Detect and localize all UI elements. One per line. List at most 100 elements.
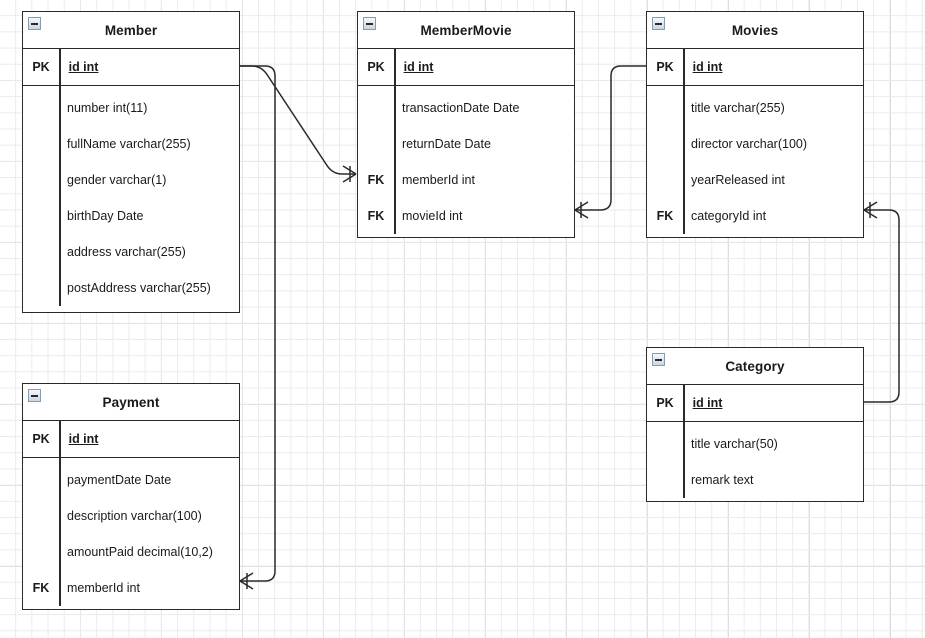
entity-pk-section-payment: PK id int [23, 421, 239, 458]
table-row[interactable]: FK categoryId int [647, 198, 863, 234]
entity-header-category: Category [647, 348, 863, 385]
entity-title: MemberMovie [420, 22, 512, 38]
row-key: PK [656, 60, 674, 74]
entity-header-movies: Movies [647, 12, 863, 49]
row-key: FK [367, 209, 385, 223]
row-field: title varchar(50) [691, 437, 778, 451]
table-row[interactable]: gender varchar(1) [23, 162, 239, 198]
row-field: paymentDate Date [67, 473, 172, 487]
column-divider [394, 49, 396, 85]
crowsfoot-payment-memberid [239, 572, 254, 590]
table-row[interactable]: fullName varchar(255) [23, 126, 239, 162]
entity-payment[interactable]: Payment PK id int paymentDate Date descr… [22, 383, 240, 610]
row-field: birthDay Date [67, 209, 144, 223]
entity-membermovie[interactable]: MemberMovie PK id int transactionDate Da… [357, 11, 575, 238]
entity-body-payment: paymentDate Date description varchar(100… [23, 458, 239, 606]
entity-body-category: title varchar(50) remark text [647, 422, 863, 498]
entity-header-member: Member [23, 12, 239, 49]
table-row[interactable]: amountPaid decimal(10,2) [23, 534, 239, 570]
row-field: movieId int [402, 209, 463, 223]
row-field: postAddress varchar(255) [67, 281, 211, 295]
entity-title: Movies [731, 22, 779, 38]
entity-movies[interactable]: Movies PK id int title varchar(255) dire… [646, 11, 864, 238]
entity-pk-section-movies: PK id int [647, 49, 863, 86]
entity-category[interactable]: Category PK id int title varchar(50) rem… [646, 347, 864, 502]
table-row[interactable]: address varchar(255) [23, 234, 239, 270]
entity-pk-section-category: PK id int [647, 385, 863, 422]
row-field: number int(11) [67, 101, 148, 115]
minus-icon[interactable] [28, 17, 41, 30]
table-row[interactable]: postAddress varchar(255) [23, 270, 239, 306]
row-key: PK [32, 60, 50, 74]
table-row[interactable]: title varchar(50) [647, 426, 863, 462]
entity-member[interactable]: Member PK id int number int(11) fullName… [22, 11, 240, 313]
column-divider [683, 49, 685, 85]
column-divider [59, 86, 61, 306]
row-field: categoryId int [691, 209, 767, 223]
row-field: id int [68, 432, 99, 446]
table-row[interactable]: PK id int [23, 421, 239, 457]
entity-body-member: number int(11) fullName varchar(255) gen… [23, 86, 239, 306]
row-field: returnDate Date [402, 137, 491, 151]
row-key: PK [367, 60, 385, 74]
table-row[interactable]: FK memberId int [358, 162, 574, 198]
crowsfoot-membermovie-memberid [342, 165, 357, 183]
connector-membermovie-movies [575, 65, 646, 211]
table-row[interactable]: returnDate Date [358, 126, 574, 162]
row-field: title varchar(255) [691, 101, 785, 115]
row-field: address varchar(255) [67, 245, 186, 259]
table-row[interactable]: title varchar(255) [647, 90, 863, 126]
row-field: memberId int [67, 581, 140, 595]
row-field: memberId int [402, 173, 475, 187]
entity-header-payment: Payment [23, 384, 239, 421]
minus-icon[interactable] [652, 353, 665, 366]
column-divider [683, 422, 685, 498]
column-divider [683, 385, 685, 421]
entity-body-membermovie: transactionDate Date returnDate Date FK … [358, 86, 574, 234]
table-row[interactable]: PK id int [647, 49, 863, 85]
entity-pk-section-member: PK id int [23, 49, 239, 86]
table-row[interactable]: remark text [647, 462, 863, 498]
row-field: yearReleased int [691, 173, 785, 187]
row-field: amountPaid decimal(10,2) [67, 545, 213, 559]
table-row[interactable]: PK id int [23, 49, 239, 85]
row-field: id int [68, 60, 99, 74]
connector-member-membermovie [239, 65, 356, 175]
table-row[interactable]: paymentDate Date [23, 462, 239, 498]
column-divider [394, 86, 396, 234]
row-key: PK [656, 396, 674, 410]
table-row[interactable]: director varchar(100) [647, 126, 863, 162]
connector-movies-category [864, 209, 900, 403]
table-row[interactable]: birthDay Date [23, 198, 239, 234]
entity-body-movies: title varchar(255) director varchar(100)… [647, 86, 863, 234]
table-row[interactable]: yearReleased int [647, 162, 863, 198]
crowsfoot-movies-categoryid [863, 201, 878, 219]
row-key: FK [656, 209, 674, 223]
minus-icon[interactable] [652, 17, 665, 30]
connector-member-payment [239, 65, 276, 582]
table-row[interactable]: FK movieId int [358, 198, 574, 234]
table-row[interactable]: transactionDate Date [358, 90, 574, 126]
row-key: FK [367, 173, 385, 187]
row-field: gender varchar(1) [67, 173, 167, 187]
row-field: id int [403, 60, 434, 74]
minus-icon[interactable] [363, 17, 376, 30]
entity-title: Category [725, 358, 785, 374]
column-divider [59, 458, 61, 606]
table-row[interactable]: PK id int [647, 385, 863, 421]
entity-pk-section-membermovie: PK id int [358, 49, 574, 86]
row-field: description varchar(100) [67, 509, 202, 523]
entity-title: Member [104, 22, 158, 38]
row-field: id int [692, 396, 723, 410]
row-field: transactionDate Date [402, 101, 520, 115]
row-key: PK [32, 432, 50, 446]
row-field: fullName varchar(255) [67, 137, 191, 151]
table-row[interactable]: PK id int [358, 49, 574, 85]
row-field: director varchar(100) [691, 137, 808, 151]
table-row[interactable]: FK memberId int [23, 570, 239, 606]
table-row[interactable]: description varchar(100) [23, 498, 239, 534]
minus-icon[interactable] [28, 389, 41, 402]
table-row[interactable]: number int(11) [23, 90, 239, 126]
crowsfoot-membermovie-movieid [574, 201, 589, 219]
